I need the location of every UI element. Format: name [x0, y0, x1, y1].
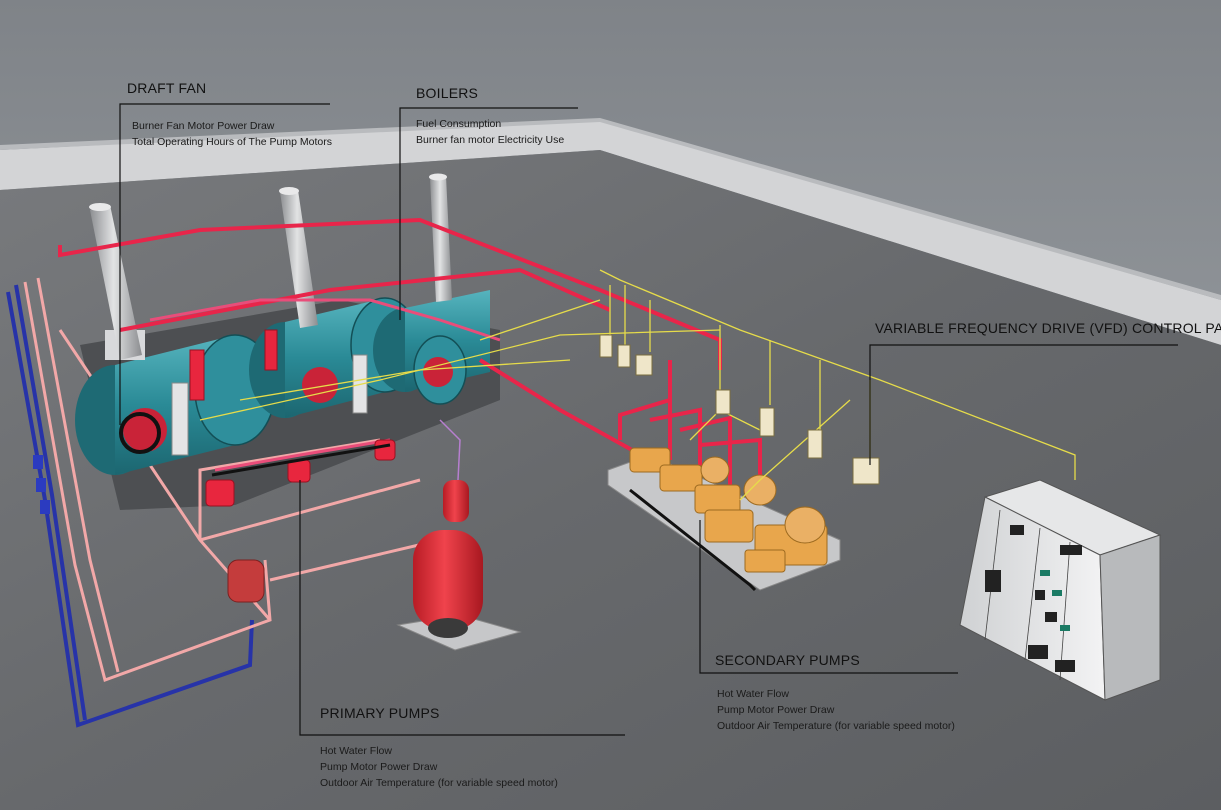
secondary-pumps-item: Outdoor Air Temperature (for variable sp… [717, 718, 955, 734]
expansion-tank-small [228, 560, 264, 602]
callout-draft-fan: DRAFT FAN Burner Fan Motor Power Draw To… [127, 80, 332, 150]
draft-fan-item: Burner Fan Motor Power Draw [132, 118, 332, 134]
boilers-title: BOILERS [416, 85, 564, 101]
callout-secondary-pumps: SECONDARY PUMPS Hot Water Flow Pump Moto… [715, 652, 955, 734]
secondary-pumps-item: Pump Motor Power Draw [717, 702, 955, 718]
callout-primary-pumps: PRIMARY PUMPS Hot Water Flow Pump Motor … [320, 705, 558, 791]
boilers-item: Fuel Consumption [416, 116, 564, 132]
callout-boilers: BOILERS Fuel Consumption Burner fan moto… [416, 85, 564, 148]
callout-vfd: VARIABLE FREQUENCY DRIVE (VFD) CONTROL P… [875, 320, 1221, 336]
primary-pumps-item: Hot Water Flow [320, 743, 558, 759]
secondary-pumps-item: Hot Water Flow [717, 686, 955, 702]
primary-pumps-item: Outdoor Air Temperature (for variable sp… [320, 775, 558, 791]
vfd-title: VARIABLE FREQUENCY DRIVE (VFD) CONTROL P… [875, 320, 1221, 336]
secondary-pumps-title: SECONDARY PUMPS [715, 652, 955, 668]
primary-pumps-item: Pump Motor Power Draw [320, 759, 558, 775]
draft-fan-item: Total Operating Hours of The Pump Motors [132, 134, 332, 150]
boilers-item: Burner fan motor Electricity Use [416, 132, 564, 148]
draft-fan-title: DRAFT FAN [127, 80, 332, 96]
primary-pumps-title: PRIMARY PUMPS [320, 705, 558, 721]
